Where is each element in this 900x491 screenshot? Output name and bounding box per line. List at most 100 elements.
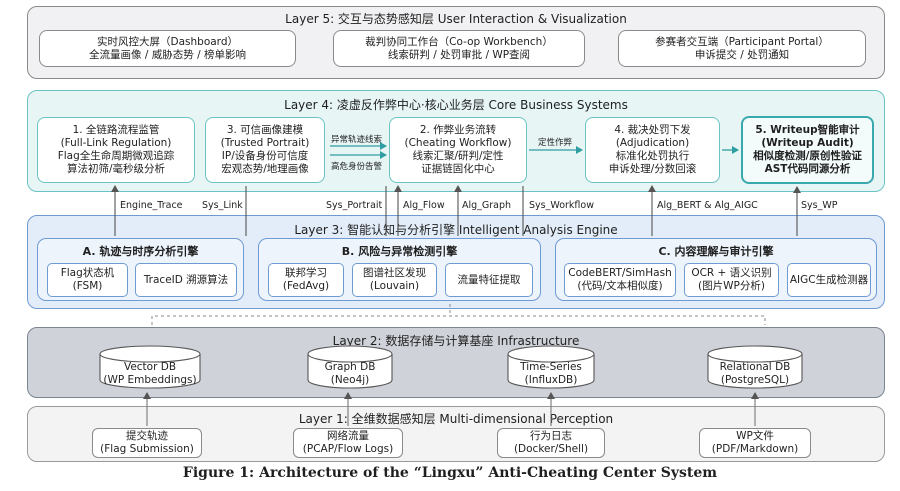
trusted-portrait-desc2: 宏观态势/地理画像 xyxy=(221,163,309,175)
trusted-portrait-en: (Trusted Portrait) xyxy=(220,137,310,149)
timeseries-db-cylinder xyxy=(507,345,595,389)
louvain-abbr: (Louvain) xyxy=(369,280,420,292)
traceid-box: TraceID 溯源算法 xyxy=(135,263,237,297)
layer4-title: Layer 4: 凌虚反作弊中心·核心业务层 Core Business Sys… xyxy=(284,98,628,112)
workbench-title: 裁判协同工作台（Co-op Workbench） xyxy=(365,35,553,48)
relational-db-desc: (PostgreSQL) xyxy=(720,374,790,386)
fsm-abbr: (FSM) xyxy=(72,280,103,292)
engine-trace-label: Engine_Trace xyxy=(120,200,183,211)
layer1-title: Layer 1: 全维数据感知层 Multi-dimensional Perce… xyxy=(298,412,614,426)
vector-db-cylinder xyxy=(99,345,201,389)
relational-db-label: Relational DB (PostgreSQL) xyxy=(706,361,804,387)
behavior-log-box: 行为日志 (Docker/Shell) xyxy=(497,428,605,458)
ocr-box: OCR + 语义识别 (图片WP分析) xyxy=(684,263,779,297)
cheating-workflow-box: 2. 作弊业务流转 (Cheating Workflow) 线索汇聚/研判/定性… xyxy=(389,117,527,183)
portal-box: 参赛者交互端（Participant Portal） 申诉提交 / 处罚通知 xyxy=(618,30,866,67)
louvain-box: 图谱社区发现 (Louvain) xyxy=(352,263,437,297)
vector-db-label: Vector DB (WP Embeddings) xyxy=(100,361,200,387)
dashboard-desc: 全流量画像 / 威胁态势 / 榜单影响 xyxy=(89,48,246,61)
cheating-workflow-title: 2. 作弊业务流转 xyxy=(419,124,497,136)
cheating-workflow-desc1: 线索汇聚/研判/定性 xyxy=(412,150,504,162)
adjudication-box: 4. 裁决处罚下发 (Adjudication) 标准化处罚执行 申诉处理/分数… xyxy=(585,117,720,183)
network-traffic-name: 网络流量 xyxy=(327,430,369,442)
timeseries-db-desc: (InfluxDB) xyxy=(524,374,578,386)
timeseries-db-name: Time-Series xyxy=(520,361,582,373)
sys-link-label: Sys_Link xyxy=(202,200,243,211)
louvain-name: 图谱社区发现 xyxy=(363,267,426,279)
engine-b-title: B. 风险与异常检测引擎 xyxy=(341,245,458,258)
codebert-desc: (代码/文本相似度) xyxy=(577,280,663,292)
engine-c: C. 内容理解与审计引擎 CodeBERT/SimHash (代码/文本相似度)… xyxy=(555,238,877,301)
full-link-regulation-title: 1. 全链路流程监管 xyxy=(72,124,160,136)
sys-portrait-label: Sys_Portrait xyxy=(326,200,383,211)
graph-db-label: Graph DB (Neo4j) xyxy=(308,361,392,387)
wp-file-name: WP文件 xyxy=(736,430,774,442)
adjudication-desc2: 申诉处理/分数回滚 xyxy=(608,163,697,175)
alg-graph-label: Alg_Graph xyxy=(462,200,512,211)
writeup-audit-desc1: 相似度检测/原创性验证 xyxy=(753,150,862,162)
engine-a: A. 轨迹与时序分析引擎 Flag状态机 (FSM) TraceID 溯源算法 xyxy=(37,238,244,301)
adjudication-en: (Adjudication) xyxy=(615,137,690,149)
full-link-regulation-desc2: 算法初筛/毫秒级分析 xyxy=(66,163,166,175)
traffic-feature-name: 流量特征提取 xyxy=(457,273,521,286)
flag-submission-name: 提交轨迹 xyxy=(126,430,168,442)
fsm-box: Flag状态机 (FSM) xyxy=(47,263,128,297)
dashboard-title: 实时风控大屏（Dashboard） xyxy=(97,35,238,48)
graph-db-desc: (Neo4j) xyxy=(330,374,370,386)
fedavg-box: 联邦学习 (FedAvg) xyxy=(268,263,344,297)
engine-c-title: C. 内容理解与审计引擎 xyxy=(658,245,774,258)
ocr-desc: (图片WP分析) xyxy=(698,280,765,292)
adjudication-title: 4. 裁决处罚下发 xyxy=(614,124,691,136)
engine-a-title: A. 轨迹与时序分析引擎 xyxy=(82,245,199,258)
wp-file-box: WP文件 (PDF/Markdown) xyxy=(699,428,811,458)
portal-desc: 申诉提交 / 处罚通知 xyxy=(694,48,790,61)
network-traffic-en: (PCAP/Flow Logs) xyxy=(302,443,394,455)
trusted-portrait-box: 3. 可信画像建模 (Trusted Portrait) IP/设备身份可信度 … xyxy=(205,117,325,183)
alg-bert-aigc-label: Alg_BERT & Alg_AIGC xyxy=(657,200,758,211)
wp-file-en: (PDF/Markdown) xyxy=(711,443,799,455)
trusted-portrait-title: 3. 可信画像建模 xyxy=(226,124,304,136)
writeup-audit-title: 5. Writeup智能审计 xyxy=(755,124,860,136)
layer3-title: Layer 3: 智能认知与分析引擎 Intelligent Analysis … xyxy=(294,223,618,237)
workbench-box: 裁判协同工作台（Co-op Workbench） 线索研判 / 处罚审批 / W… xyxy=(333,30,585,67)
writeup-audit-en: (Writeup Audit) xyxy=(761,137,854,149)
portal-title: 参赛者交互端（Participant Portal） xyxy=(655,35,829,48)
vector-db-desc: (WP Embeddings) xyxy=(103,374,197,386)
dashboard-box: 实时风控大屏（Dashboard） 全流量画像 / 威胁态势 / 榜单影响 xyxy=(39,30,296,67)
relational-db-name: Relational DB xyxy=(719,361,791,373)
fedavg-abbr: (FedAvg) xyxy=(282,280,330,292)
behavior-log-name: 行为日志 xyxy=(530,430,572,442)
fsm-name: Flag状态机 xyxy=(60,267,115,279)
writeup-audit-desc2: AST代码同源分析 xyxy=(764,163,851,175)
codebert-name: CodeBERT/SimHash xyxy=(568,267,672,279)
engine-b: B. 风险与异常检测引擎 联邦学习 (FedAvg) 图谱社区发现 (Louva… xyxy=(258,238,541,301)
full-link-regulation-desc1: Flag全生命周期微观追踪 xyxy=(57,150,175,162)
qualitative-label: 定性作弊 xyxy=(538,138,573,148)
high-risk-label: 高危身份告警 xyxy=(331,162,383,172)
layer2-title: Layer 2: 数据存储与计算基座 Infrastructure xyxy=(332,334,580,348)
abnormal-trace-label: 异常轨迹线索 xyxy=(331,135,383,145)
traffic-feature-box: 流量特征提取 xyxy=(445,263,533,297)
timeseries-db-label: Time-Series (InfluxDB) xyxy=(506,361,596,387)
sys-workflow-label: Sys_Workflow xyxy=(529,200,594,211)
aigc-detector-name: AIGC生成检测器 xyxy=(789,273,869,286)
flag-submission-en: (Flag Submission) xyxy=(100,443,194,455)
fedavg-name: 联邦学习 xyxy=(285,267,327,279)
cheating-workflow-desc2: 证据链固化中心 xyxy=(421,163,495,175)
layer5-title: Layer 5: 交互与态势感知层 User Interaction & Vis… xyxy=(285,12,627,26)
workbench-desc: 线索研判 / 处罚审批 / WP查阅 xyxy=(387,48,531,61)
behavior-log-en: (Docker/Shell) xyxy=(513,443,589,455)
graph-db-name: Graph DB xyxy=(324,361,376,373)
writeup-audit-box: 5. Writeup智能审计 (Writeup Audit) 相似度检测/原创性… xyxy=(741,116,874,184)
flag-submission-box: 提交轨迹 (Flag Submission) xyxy=(92,428,202,458)
ocr-name: OCR + 语义识别 xyxy=(691,267,772,279)
full-link-regulation-en: (Full-Link Regulation) xyxy=(60,137,172,149)
aigc-detector-box: AIGC生成检测器 xyxy=(787,263,871,297)
network-traffic-box: 网络流量 (PCAP/Flow Logs) xyxy=(293,428,403,458)
adjudication-desc1: 标准化处罚执行 xyxy=(615,150,690,162)
traceid-name: TraceID 溯源算法 xyxy=(143,273,229,286)
figure-caption: Figure 1: Architecture of the “Lingxu” A… xyxy=(182,465,718,481)
dashed-link-l3-l2 xyxy=(151,304,766,325)
full-link-regulation-box: 1. 全链路流程监管 (Full-Link Regulation) Flag全生… xyxy=(37,117,195,183)
